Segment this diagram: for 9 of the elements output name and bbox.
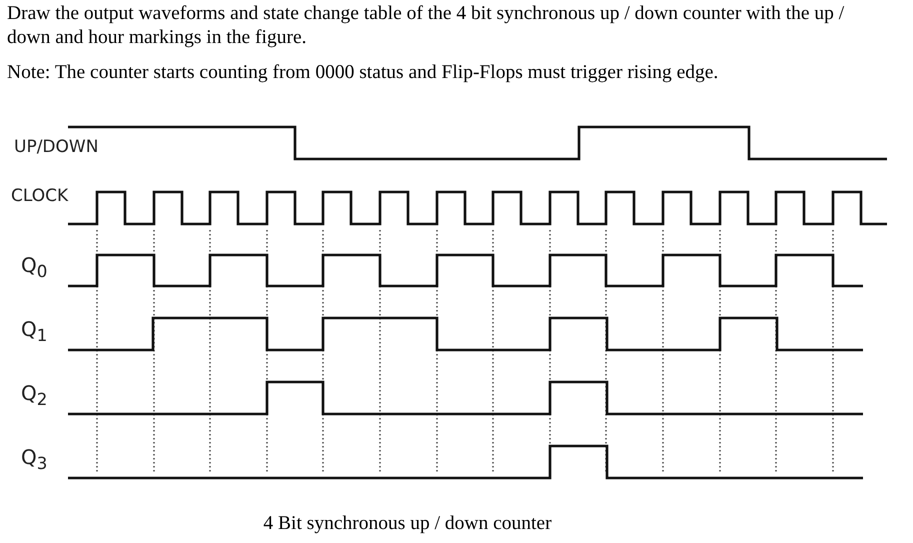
signal-label: Q$_{0}$ <box>21 255 48 281</box>
signal-label: Q$_{1}$ <box>21 319 48 345</box>
note-text: Note: The counter starts counting from 0000 status and Flip-Flops must trigger rising edge. <box>7 61 720 85</box>
signal-label: Q$_{3}$ <box>21 447 48 473</box>
signal-label: Q$_{2}$ <box>21 383 48 409</box>
signal-label: UP/DOWN <box>14 139 98 156</box>
caption: 4 Bit synchronous up / down counter <box>262 513 553 535</box>
signal-label: CLOCK <box>11 188 68 205</box>
question-text: Draw the output waveforms and state change table of the 4 bit synchronous up / down counter with the up / down and hour markings in the figure. <box>7 2 846 50</box>
